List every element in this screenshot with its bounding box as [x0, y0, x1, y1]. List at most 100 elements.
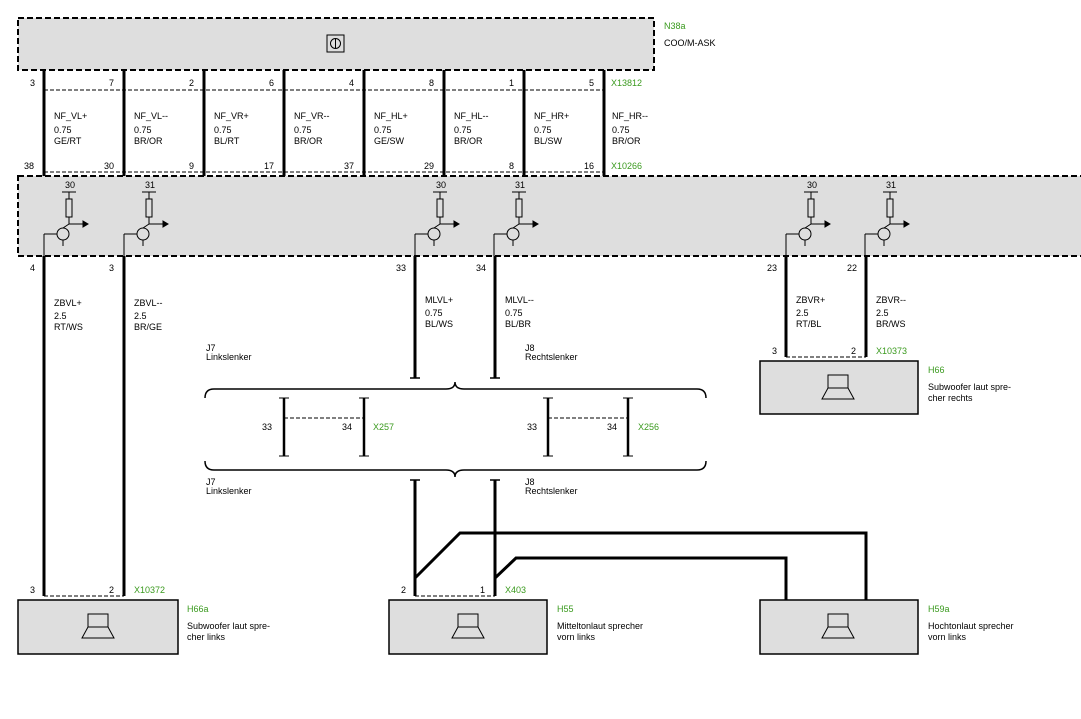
wire-size: 0.75 [54, 125, 72, 135]
transistor-icon [493, 191, 539, 256]
connector-x13812: X13812 [611, 78, 642, 88]
transistor-icon [414, 191, 460, 256]
tweeter-name: Hochtonlaut sprecher [928, 621, 1014, 631]
speaker-icon [81, 613, 115, 639]
signal: NF_VR+ [214, 111, 249, 121]
sub-left-name: Subwoofer laut spre- [187, 621, 270, 631]
signal: NF_VR-- [294, 111, 330, 121]
sub-right-name2: cher rechts [928, 393, 973, 403]
signal: MLVL+ [425, 295, 453, 305]
wire-size: 0.75 [505, 308, 523, 318]
pin: 22 [847, 263, 857, 273]
pin: 3 [772, 346, 777, 356]
pin: 30 [104, 161, 114, 171]
output-stage-module [17, 175, 1081, 257]
amp-icon [326, 34, 345, 53]
wire-size: 0.75 [134, 125, 152, 135]
connector-x257: X257 [373, 422, 394, 432]
tweeter-id: H59a [928, 604, 950, 614]
pin: 1 [509, 78, 514, 88]
sub-left-name2: cher links [187, 632, 226, 642]
signal: ZBVR+ [796, 295, 825, 305]
pin: 1 [480, 585, 485, 595]
wire-size: 2.5 [796, 308, 809, 318]
wire-color: RT/BL [796, 319, 821, 329]
connector-x10372: X10372 [134, 585, 165, 595]
transistor-icon [43, 191, 89, 256]
wire-color: BR/OR [612, 136, 641, 146]
wire-size: 0.75 [294, 125, 312, 135]
wire-size: 0.75 [425, 308, 443, 318]
amp-name: COO/M-ASK [664, 38, 716, 48]
transistor-icon [864, 191, 910, 256]
wire-size: 2.5 [54, 311, 67, 321]
signal: ZBVL-- [134, 298, 163, 308]
pin: 5 [589, 78, 594, 88]
signal: NF_VL+ [54, 111, 87, 121]
pin: 34 [607, 422, 617, 432]
midrange-module [388, 599, 548, 655]
signal: MLVL-- [505, 295, 534, 305]
transistor-label: 30 [436, 180, 446, 190]
pin: 38 [24, 161, 34, 171]
connector-x10373: X10373 [876, 346, 907, 356]
pin: 29 [424, 161, 434, 171]
pin: 16 [584, 161, 594, 171]
tweeter-name2: vorn links [928, 632, 967, 642]
signal: NF_HL+ [374, 111, 408, 121]
pin: 2 [109, 585, 114, 595]
signal: NF_HR-- [612, 111, 648, 121]
wire-color: BR/GE [134, 322, 162, 332]
pin: 2 [851, 346, 856, 356]
wire-color: BR/OR [294, 136, 323, 146]
j7-label: J7 [206, 343, 216, 353]
pin: 37 [344, 161, 354, 171]
pin: 33 [527, 422, 537, 432]
pin: 17 [264, 161, 274, 171]
transistor-label: 31 [515, 180, 525, 190]
j8-label-2: J8 [525, 477, 535, 487]
mid-id: H55 [557, 604, 574, 614]
sub-left-id: H66a [187, 604, 209, 614]
wire-color: RT/WS [54, 322, 83, 332]
signal: NF_HR+ [534, 111, 569, 121]
transistor-label: 30 [807, 180, 817, 190]
j7-text: Linkslenker [206, 352, 252, 362]
transistor-icon [123, 191, 169, 256]
wire-color: BL/BR [505, 319, 532, 329]
pin: 8 [509, 161, 514, 171]
pin: 4 [30, 263, 35, 273]
wire-color: BR/OR [134, 136, 163, 146]
pin: 7 [109, 78, 114, 88]
wire-size: 2.5 [134, 311, 147, 321]
mid-name2: vorn links [557, 632, 596, 642]
pin: 34 [342, 422, 352, 432]
wire-size: 0.75 [214, 125, 232, 135]
wire-size: 0.75 [612, 125, 630, 135]
pin: 34 [476, 263, 486, 273]
wire-size: 0.75 [534, 125, 552, 135]
wire-size: 2.5 [876, 308, 889, 318]
pin: 9 [189, 161, 194, 171]
sub-right-id: H66 [928, 365, 945, 375]
transistor-icon [785, 191, 831, 256]
signal: NF_HL-- [454, 111, 489, 121]
pin: 3 [30, 585, 35, 595]
wire-size: 0.75 [374, 125, 392, 135]
mid-name: Mitteltonlaut sprecher [557, 621, 643, 631]
wire-color: GE/RT [54, 136, 82, 146]
wire-color: BR/OR [454, 136, 483, 146]
pin: 3 [30, 78, 35, 88]
amp-id: N38a [664, 21, 686, 31]
connector-x403: X403 [505, 585, 526, 595]
wire-color: BL/WS [425, 319, 453, 329]
transistor-label: 31 [145, 180, 155, 190]
pin: 6 [269, 78, 274, 88]
transistor-label: 31 [886, 180, 896, 190]
j7-text-2: Linkslenker [206, 486, 252, 496]
pin: 4 [349, 78, 354, 88]
j7-label-2: J7 [206, 477, 216, 487]
speaker-icon [821, 613, 855, 639]
signal: ZBVR-- [876, 295, 906, 305]
